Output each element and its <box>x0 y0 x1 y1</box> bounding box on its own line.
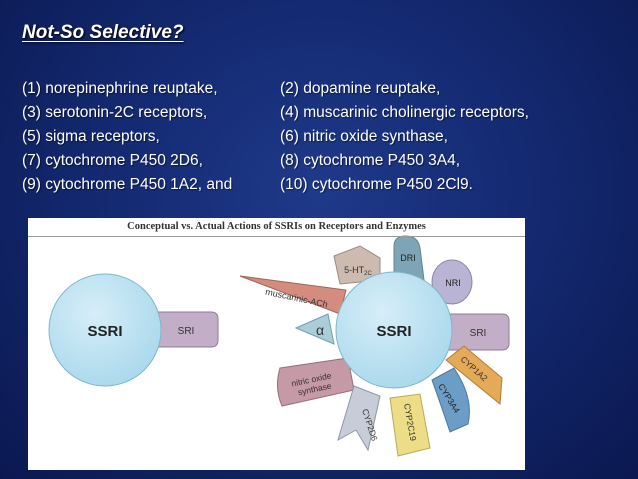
ht2c-label: 5-HT2C <box>344 265 372 277</box>
list-item: (10) cytochrome P450 2Cl9. <box>280 176 473 193</box>
list-row: (9) cytochrome P450 1A2, and (10) cytoch… <box>22 173 632 197</box>
cyp2c19-tab <box>389 393 431 457</box>
list-item: (9) cytochrome P450 1A2, and <box>22 176 233 193</box>
list-item: (2) dopamine reuptake, <box>280 80 441 97</box>
left-sri-label: SRI <box>178 326 195 337</box>
alpha-tab <box>294 313 335 345</box>
right-ssri-label: SSRI <box>376 323 411 340</box>
list-item: (3) serotonin-2C receptors, <box>22 104 208 121</box>
sri-tab <box>437 313 510 351</box>
slide-title: Not-So Selective? <box>22 22 184 43</box>
dri-label: DRI <box>400 253 416 263</box>
figure-title-rule <box>28 236 525 237</box>
list-item: (6) nitric oxide synthase, <box>280 128 448 145</box>
list-item: (5) sigma receptors, <box>22 128 160 145</box>
cyp3a4-tab <box>431 367 470 433</box>
actual-targets: muscarinic-ACh 5-HT2C DRI NRI α SRI <box>239 235 510 457</box>
list-item: (8) cytochrome P450 3A4, <box>280 152 461 169</box>
list-item: (7) cytochrome P450 2D6, <box>22 152 203 169</box>
figure-title: Conceptual vs. Actual Actions of SSRIs o… <box>127 221 426 232</box>
list-row: (3) serotonin-2C receptors, (4) muscarin… <box>22 101 632 125</box>
left-ssri-label: SSRI <box>87 323 122 340</box>
left-ssri-sphere <box>48 273 162 387</box>
sri-label: SRI <box>470 328 487 339</box>
ssri-diagram: SRI SSRI muscarinic-ACh 5-HT2C DRI NRI <box>48 235 510 457</box>
list-row: (7) cytochrome P450 2D6, (8) cytochrome … <box>22 149 632 173</box>
right-ssri-sphere <box>335 271 453 389</box>
cyp2d6-tab <box>337 385 381 452</box>
nri-tab <box>431 259 473 305</box>
list-row: (5) sigma receptors, (6) nitric oxide sy… <box>22 125 632 149</box>
ht2c-tab <box>333 245 381 285</box>
list-item: (4) muscarinic cholinergic receptors, <box>280 104 529 121</box>
nos-tab <box>276 357 355 407</box>
cyp1a2-tab <box>445 345 503 405</box>
target-list: (1) norepinephrine reuptake, (2) dopamin… <box>22 77 632 197</box>
alpha-label: α <box>316 322 324 338</box>
nri-label: NRI <box>445 278 461 288</box>
list-item: (1) norepinephrine reuptake, <box>22 80 218 97</box>
list-row: (1) norepinephrine reuptake, (2) dopamin… <box>22 77 632 101</box>
ssri-figure: SRI SSRI muscarinic-ACh 5-HT2C DRI NRI <box>28 218 525 470</box>
